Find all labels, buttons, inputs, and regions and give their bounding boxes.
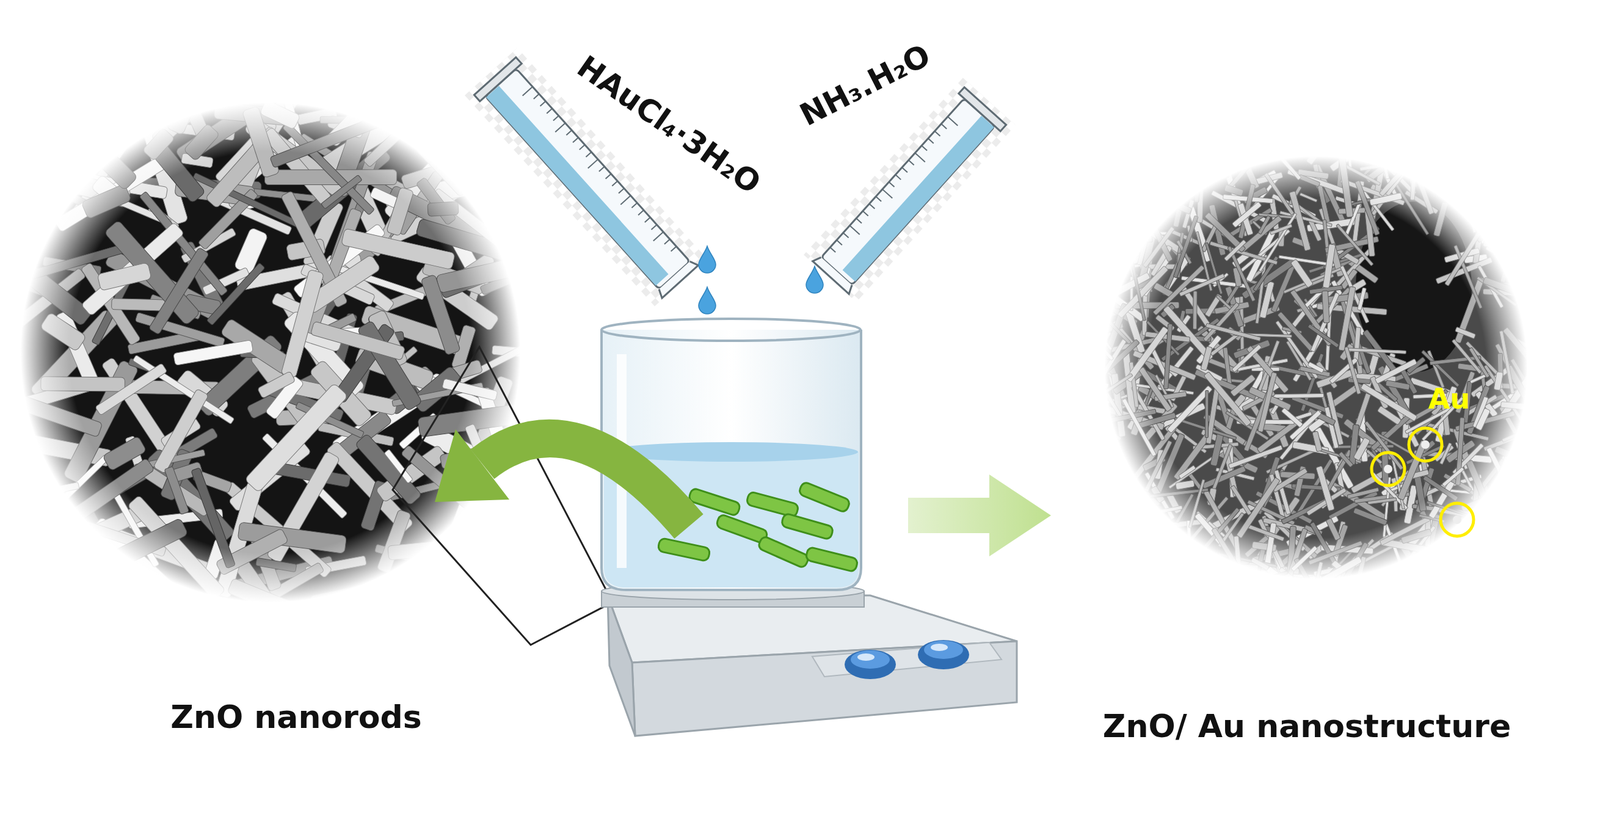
knob bbox=[923, 640, 964, 659]
scale-tick bbox=[908, 160, 915, 165]
scale-tick bbox=[522, 86, 533, 96]
nanorod bbox=[746, 491, 800, 518]
caption-text: ZnO/ Au nanostructure bbox=[1102, 708, 1511, 746]
hotplate-side bbox=[607, 595, 636, 736]
scale-tick bbox=[664, 239, 670, 245]
scale-tick bbox=[638, 210, 644, 215]
knob-highlight bbox=[857, 653, 875, 661]
scale-tick bbox=[599, 166, 605, 172]
knob bbox=[850, 650, 890, 669]
nanostructure-group bbox=[1071, 125, 1566, 615]
zoom-frame bbox=[392, 346, 613, 645]
drop bbox=[698, 246, 716, 273]
nanorod bbox=[781, 512, 835, 540]
scale-tick bbox=[921, 145, 928, 151]
scale-tick bbox=[829, 247, 836, 253]
reagent-label: NH₃.H₂O bbox=[794, 37, 937, 134]
drop bbox=[698, 287, 716, 314]
scale-tick bbox=[934, 131, 941, 137]
scale-tick bbox=[588, 159, 598, 169]
hotplate bbox=[601, 582, 1017, 736]
liquid bbox=[842, 116, 995, 282]
process-arrow bbox=[908, 474, 1051, 557]
scale-tick bbox=[533, 94, 540, 99]
knob bbox=[917, 640, 970, 670]
scale-tick bbox=[651, 224, 658, 230]
curved-arrow-head bbox=[434, 429, 510, 502]
cylinder-body bbox=[821, 98, 996, 286]
scale-tick bbox=[941, 123, 947, 129]
scale-tick bbox=[901, 167, 908, 173]
scale-tick bbox=[947, 116, 958, 126]
scale-tick bbox=[540, 101, 546, 107]
cylinder-lip bbox=[656, 258, 699, 299]
scale-tick bbox=[555, 122, 565, 132]
drop bbox=[806, 266, 824, 294]
nanorod bbox=[757, 535, 810, 569]
scale-tick bbox=[928, 138, 934, 144]
scale-tick bbox=[843, 232, 849, 238]
scale-tick bbox=[605, 174, 612, 179]
drops bbox=[698, 246, 824, 314]
nanostructure-group bbox=[1071, 125, 1566, 615]
scale-tick bbox=[836, 240, 843, 245]
scale-tick bbox=[618, 188, 625, 193]
sem-image-left bbox=[0, 56, 567, 653]
scale bbox=[829, 116, 958, 257]
image-panel: ZnO nanorods bbox=[14, 95, 528, 768]
zoom-arrow bbox=[434, 429, 689, 527]
nanorod bbox=[805, 546, 859, 573]
sem-image-right bbox=[1071, 125, 1566, 615]
scale-tick bbox=[671, 246, 677, 252]
scale-tick bbox=[849, 225, 860, 235]
curved-arrow-shaft bbox=[482, 438, 689, 527]
beaker-rim bbox=[601, 318, 861, 341]
scale-tick bbox=[653, 232, 664, 242]
scale-tick bbox=[914, 152, 925, 162]
nanorod bbox=[798, 481, 851, 513]
knob bbox=[844, 649, 896, 680]
au-particle bbox=[1383, 464, 1393, 474]
element-label: Au bbox=[1428, 382, 1470, 416]
scale-tick bbox=[553, 116, 559, 121]
image-panel: AuZnO/ Au nanostructure bbox=[1062, 150, 1576, 762]
scale-tick bbox=[882, 189, 893, 199]
nanorod-group bbox=[0, 56, 567, 653]
scale-tick bbox=[644, 217, 651, 223]
au-marker bbox=[1371, 452, 1405, 486]
scale-tick bbox=[585, 152, 592, 157]
scale-tick bbox=[611, 181, 618, 187]
scale-tick bbox=[856, 218, 862, 223]
scale-tick bbox=[620, 195, 631, 205]
cylinder-foot bbox=[473, 57, 522, 102]
caption-text: ZnO nanorods bbox=[170, 699, 422, 736]
scale-tick bbox=[869, 203, 875, 209]
scale-tick bbox=[889, 181, 895, 187]
vignette bbox=[12, 94, 529, 611]
scale-tick bbox=[631, 202, 637, 208]
cylinder-foot bbox=[958, 87, 1007, 132]
scale-tick bbox=[546, 108, 553, 114]
nanorod bbox=[657, 538, 711, 562]
knob-highlight bbox=[930, 643, 948, 651]
au-marker bbox=[1408, 428, 1442, 462]
au-particle bbox=[1452, 515, 1462, 524]
scale-tick bbox=[862, 211, 869, 217]
vignette bbox=[1098, 149, 1535, 586]
au-particle bbox=[1421, 440, 1430, 449]
scale-tick bbox=[895, 174, 901, 180]
scale-tick bbox=[875, 196, 882, 202]
scale-tick bbox=[566, 130, 572, 135]
control-panel bbox=[812, 642, 1002, 677]
au-marker bbox=[1440, 503, 1474, 537]
scale-tick bbox=[572, 137, 579, 143]
scale-tick bbox=[579, 144, 586, 150]
